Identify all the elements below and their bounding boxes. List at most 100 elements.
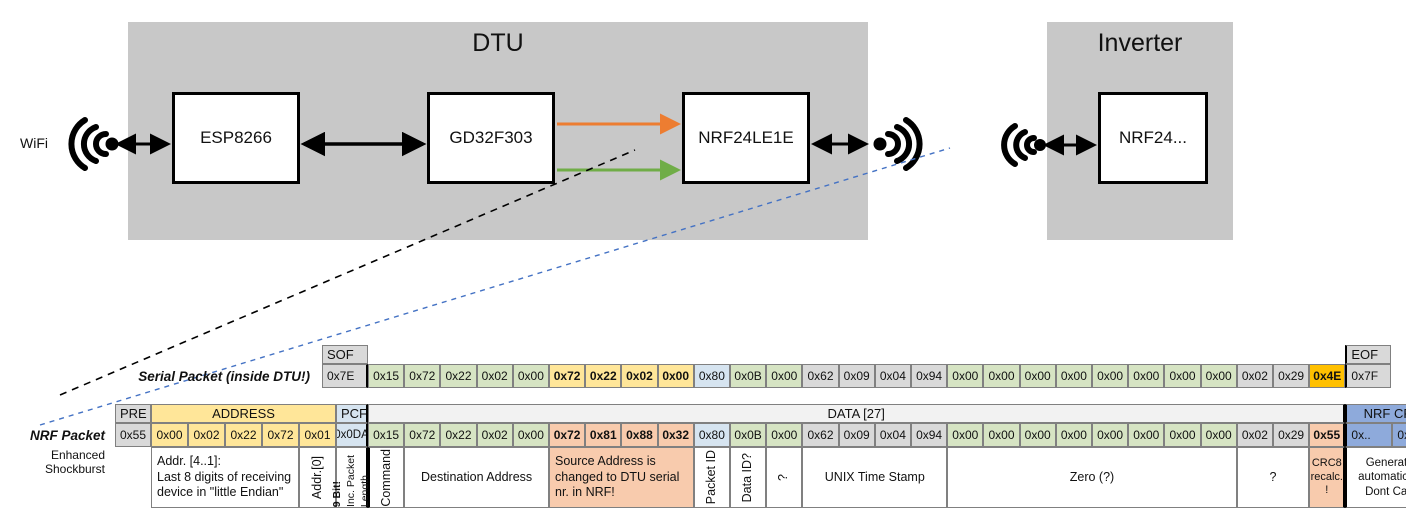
nrf-byte-7: 0x88 [621, 423, 658, 447]
nrf-byte-9: 0x80 [693, 423, 730, 447]
nrf-header-crc: NRF CRC [1345, 404, 1406, 423]
serial-byte-21: 0x00 [1128, 364, 1165, 388]
nrf-address-1: 0x02 [188, 423, 225, 447]
serial-packet-label: Serial Packet (inside DTU!) [138, 369, 310, 384]
serial-byte-3: 0x02 [476, 364, 513, 388]
chip-esp8266: ESP8266 [172, 92, 300, 184]
serial-eof-header: EOF [1345, 345, 1392, 364]
nrf-byte-24: 0x02 [1236, 423, 1273, 447]
serial-byte-14: 0x04 [874, 364, 911, 388]
serial-byte-17: 0x00 [983, 364, 1020, 388]
nrf-byte-11: 0x00 [766, 423, 803, 447]
serial-eof-value: 0x7F [1345, 364, 1392, 388]
serial-byte-8: 0x00 [657, 364, 694, 388]
serial-byte-13: 0x09 [838, 364, 875, 388]
wifi-antenna-dot [105, 137, 119, 151]
nrf-byte-15: 0x94 [911, 423, 948, 447]
chip-nrf24-label: NRF24... [1118, 128, 1188, 147]
annotation-command-text: Command [378, 448, 393, 507]
nrf-byte-12: 0x62 [802, 423, 839, 447]
nrf-byte-23: 0x00 [1200, 423, 1237, 447]
annotation-unix: UNIX Time Stamp [802, 447, 948, 508]
nrf-byte-3: 0x02 [476, 423, 513, 447]
enhanced-shockburst-label: Enhanced Shockburst [44, 448, 105, 476]
serial-byte-9: 0x80 [693, 364, 730, 388]
nrf-byte-4: 0x00 [512, 423, 549, 447]
chip-gd32f303-label: GD32F303 [449, 128, 533, 147]
serial-sof-header: SOF [322, 345, 368, 364]
inverter-antenna-dot [1034, 139, 1046, 151]
chip-nrf24: NRF24... [1098, 92, 1208, 184]
serial-byte-2: 0x22 [440, 364, 477, 388]
nrf-byte-6: 0x81 [585, 423, 622, 447]
inverter-antenna-icon [1001, 123, 1037, 167]
dtu-antenna-dot [873, 137, 887, 151]
serial-byte-5: 0x72 [549, 364, 586, 388]
dtu-antenna-icon [885, 117, 923, 171]
chip-gd32f303: GD32F303 [427, 92, 555, 184]
nrf-byte-18: 0x00 [1019, 423, 1056, 447]
annotation-question: ? [1236, 447, 1310, 508]
nrf-byte-8: 0x32 [657, 423, 694, 447]
annotation-data-id-text: Data ID? [740, 452, 755, 503]
annotation-packet-id: Packet ID [693, 447, 730, 508]
nrf-crc-1: 0x.. [1392, 423, 1406, 447]
wifi-label: WiFi [20, 135, 48, 151]
serial-byte-11: 0x00 [766, 364, 803, 388]
annotation-packet-id-text: Packet ID [704, 450, 719, 505]
serial-byte-12: 0x62 [802, 364, 839, 388]
annotation-source: Source Address is changed to DTU serial … [549, 447, 694, 508]
nrf-byte-14: 0x04 [874, 423, 911, 447]
serial-byte-23: 0x00 [1200, 364, 1237, 388]
nrf-byte-13: 0x09 [838, 423, 875, 447]
serial-byte-1: 0x72 [404, 364, 441, 388]
serial-byte-4: 0x00 [512, 364, 549, 388]
nrf-byte-16: 0x00 [947, 423, 984, 447]
annotation-inc-packet: Inc. Packet [344, 455, 357, 507]
serial-byte-7: 0x02 [621, 364, 658, 388]
serial-byte-24: 0x02 [1236, 364, 1273, 388]
annotation-address: Addr. [4..1]:Last 8 digits of receiving … [151, 447, 299, 508]
serial-byte-10: 0x0B [730, 364, 767, 388]
dtu-title: DTU [472, 29, 524, 57]
annotation-data-id: Data ID? [730, 447, 767, 508]
nrf-byte-5: 0x72 [549, 423, 586, 447]
chip-esp8266-label: ESP8266 [200, 128, 272, 147]
serial-byte-19: 0x00 [1055, 364, 1092, 388]
annotation-tilde: ? [766, 447, 803, 508]
nrf-crc-0: 0x.. [1345, 423, 1393, 447]
serial-sof-value: 0x7E [322, 364, 368, 388]
chip-nrf24le1e: NRF24LE1E [682, 92, 810, 184]
nrf-byte-1: 0x72 [404, 423, 441, 447]
nrf-header-address: ADDRESS [151, 404, 336, 423]
serial-byte-26: 0x4E [1309, 364, 1346, 388]
nrf-byte-10: 0x0B [730, 423, 767, 447]
nrf-byte-2: 0x22 [440, 423, 477, 447]
wifi-antenna-icon [68, 117, 109, 171]
serial-byte-15: 0x94 [911, 364, 948, 388]
annotation-zero: Zero (?) [947, 447, 1237, 508]
annotation-9bit: 9 Bit! [330, 480, 343, 507]
annotation-destination: Destination Address [404, 447, 549, 508]
annotation-nrf-crc: Generated automatically. Dont Care! [1345, 447, 1406, 508]
nrf-pre-value: 0x55 [115, 423, 151, 447]
nrf-header-pre: PRE [115, 404, 151, 423]
nrf-pcf-value: 0x0DA [336, 423, 368, 447]
serial-byte-25: 0x29 [1273, 364, 1310, 388]
serial-byte-18: 0x00 [1019, 364, 1056, 388]
nrf-address-3: 0x72 [262, 423, 299, 447]
nrf-byte-26: 0x55 [1309, 423, 1346, 447]
serial-byte-20: 0x00 [1092, 364, 1129, 388]
serial-byte-16: 0x00 [947, 364, 984, 388]
serial-byte-22: 0x00 [1164, 364, 1201, 388]
nrf-byte-21: 0x00 [1128, 423, 1165, 447]
serial-byte-6: 0x22 [585, 364, 622, 388]
annotation-tilde-text: ? [776, 474, 791, 481]
nrf-address-0: 0x00 [151, 423, 188, 447]
serial-byte-0: 0x15 [368, 364, 405, 388]
annotation-crc8: CRC8 recalc. ! [1309, 447, 1346, 508]
inverter-title: Inverter [1097, 29, 1183, 57]
nrf-byte-19: 0x00 [1055, 423, 1092, 447]
nrf-byte-0: 0x15 [368, 423, 405, 447]
